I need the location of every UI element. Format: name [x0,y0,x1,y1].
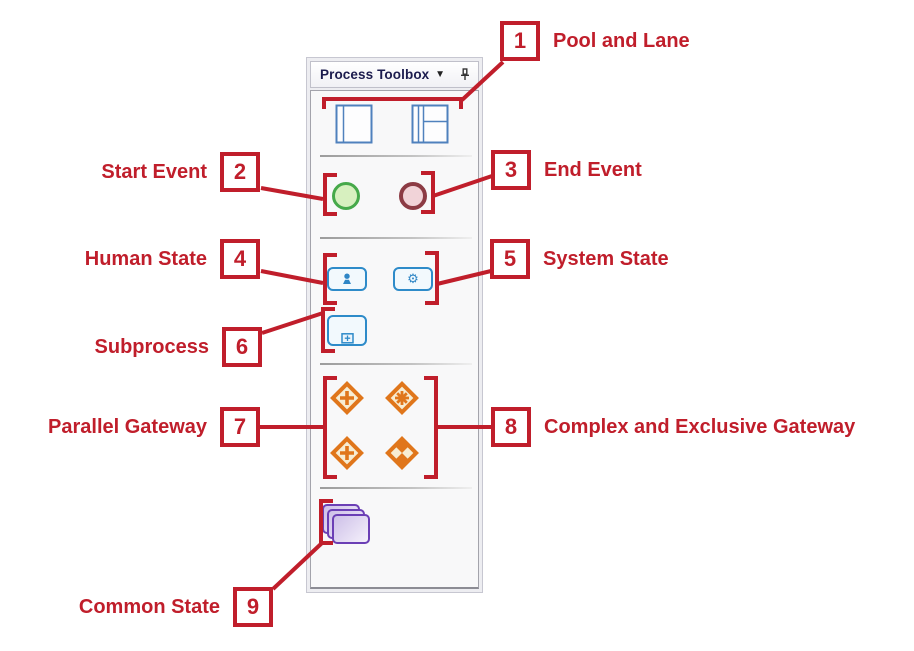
human-state-icon[interactable] [327,267,367,291]
callout-label: Pool and Lane [553,29,690,52]
separator [320,237,472,239]
lane-icon[interactable] [411,104,449,144]
callout-number: 3 [491,150,531,190]
callout-number: 4 [220,239,260,279]
callout-number: 7 [220,407,260,447]
pool-icon[interactable] [335,104,373,144]
parallel-gateway-icon[interactable] [330,381,364,415]
panel-content: ⚙ [310,90,479,589]
callout-number: 8 [491,407,531,447]
callout-parallel-gateway: Parallel Gateway 7 [48,407,260,447]
callout-label: End Event [544,158,642,181]
gear-icon: ⚙ [407,271,419,287]
callout-complex-exclusive-gateway: 8 Complex and Exclusive Gateway [491,407,855,447]
separator [320,363,472,365]
callout-number: 2 [220,152,260,192]
subprocess-icon[interactable] [327,315,367,346]
complex-gateway-icon[interactable] [385,381,419,415]
callout-number: 9 [233,587,273,627]
callout-label: System State [543,247,669,270]
callout-human-state: Human State 4 [85,239,260,279]
person-icon [343,273,351,284]
parallel-gateway-icon[interactable] [330,436,364,470]
callout-end-event: 3 End Event [491,150,642,190]
process-toolbox-panel: Process Toolbox ▼ [306,57,483,593]
common-state-icon[interactable] [322,504,376,548]
system-state-icon[interactable]: ⚙ [393,267,433,291]
separator [320,155,472,157]
callout-label: Complex and Exclusive Gateway [544,415,856,438]
callout-start-event: Start Event 2 [101,152,260,192]
panel-header[interactable]: Process Toolbox ▼ [310,61,479,88]
plus-box-icon [340,333,354,344]
dropdown-caret-icon[interactable]: ▼ [435,68,445,80]
callout-number: 6 [222,327,262,367]
callout-label: Human State [84,247,207,270]
callout-label: Parallel Gateway [48,415,207,438]
callout-label: Start Event [101,160,207,183]
callout-label: Common State [78,595,220,618]
callout-number: 5 [490,239,530,279]
callout-common-state: Common State 9 [79,587,273,627]
end-event-icon[interactable] [399,182,427,210]
callout-subprocess: Subprocess 6 [95,327,262,367]
callout-system-state: 5 System State [490,239,669,279]
separator [320,487,472,489]
callout-number: 1 [500,21,540,61]
start-event-icon[interactable] [332,182,360,210]
panel-title: Process Toolbox [320,67,430,82]
callout-label: Subprocess [94,335,209,358]
exclusive-gateway-icon[interactable] [385,436,419,470]
callout-pool-and-lane: 1 Pool and Lane [500,21,690,61]
pin-icon[interactable] [459,68,471,81]
